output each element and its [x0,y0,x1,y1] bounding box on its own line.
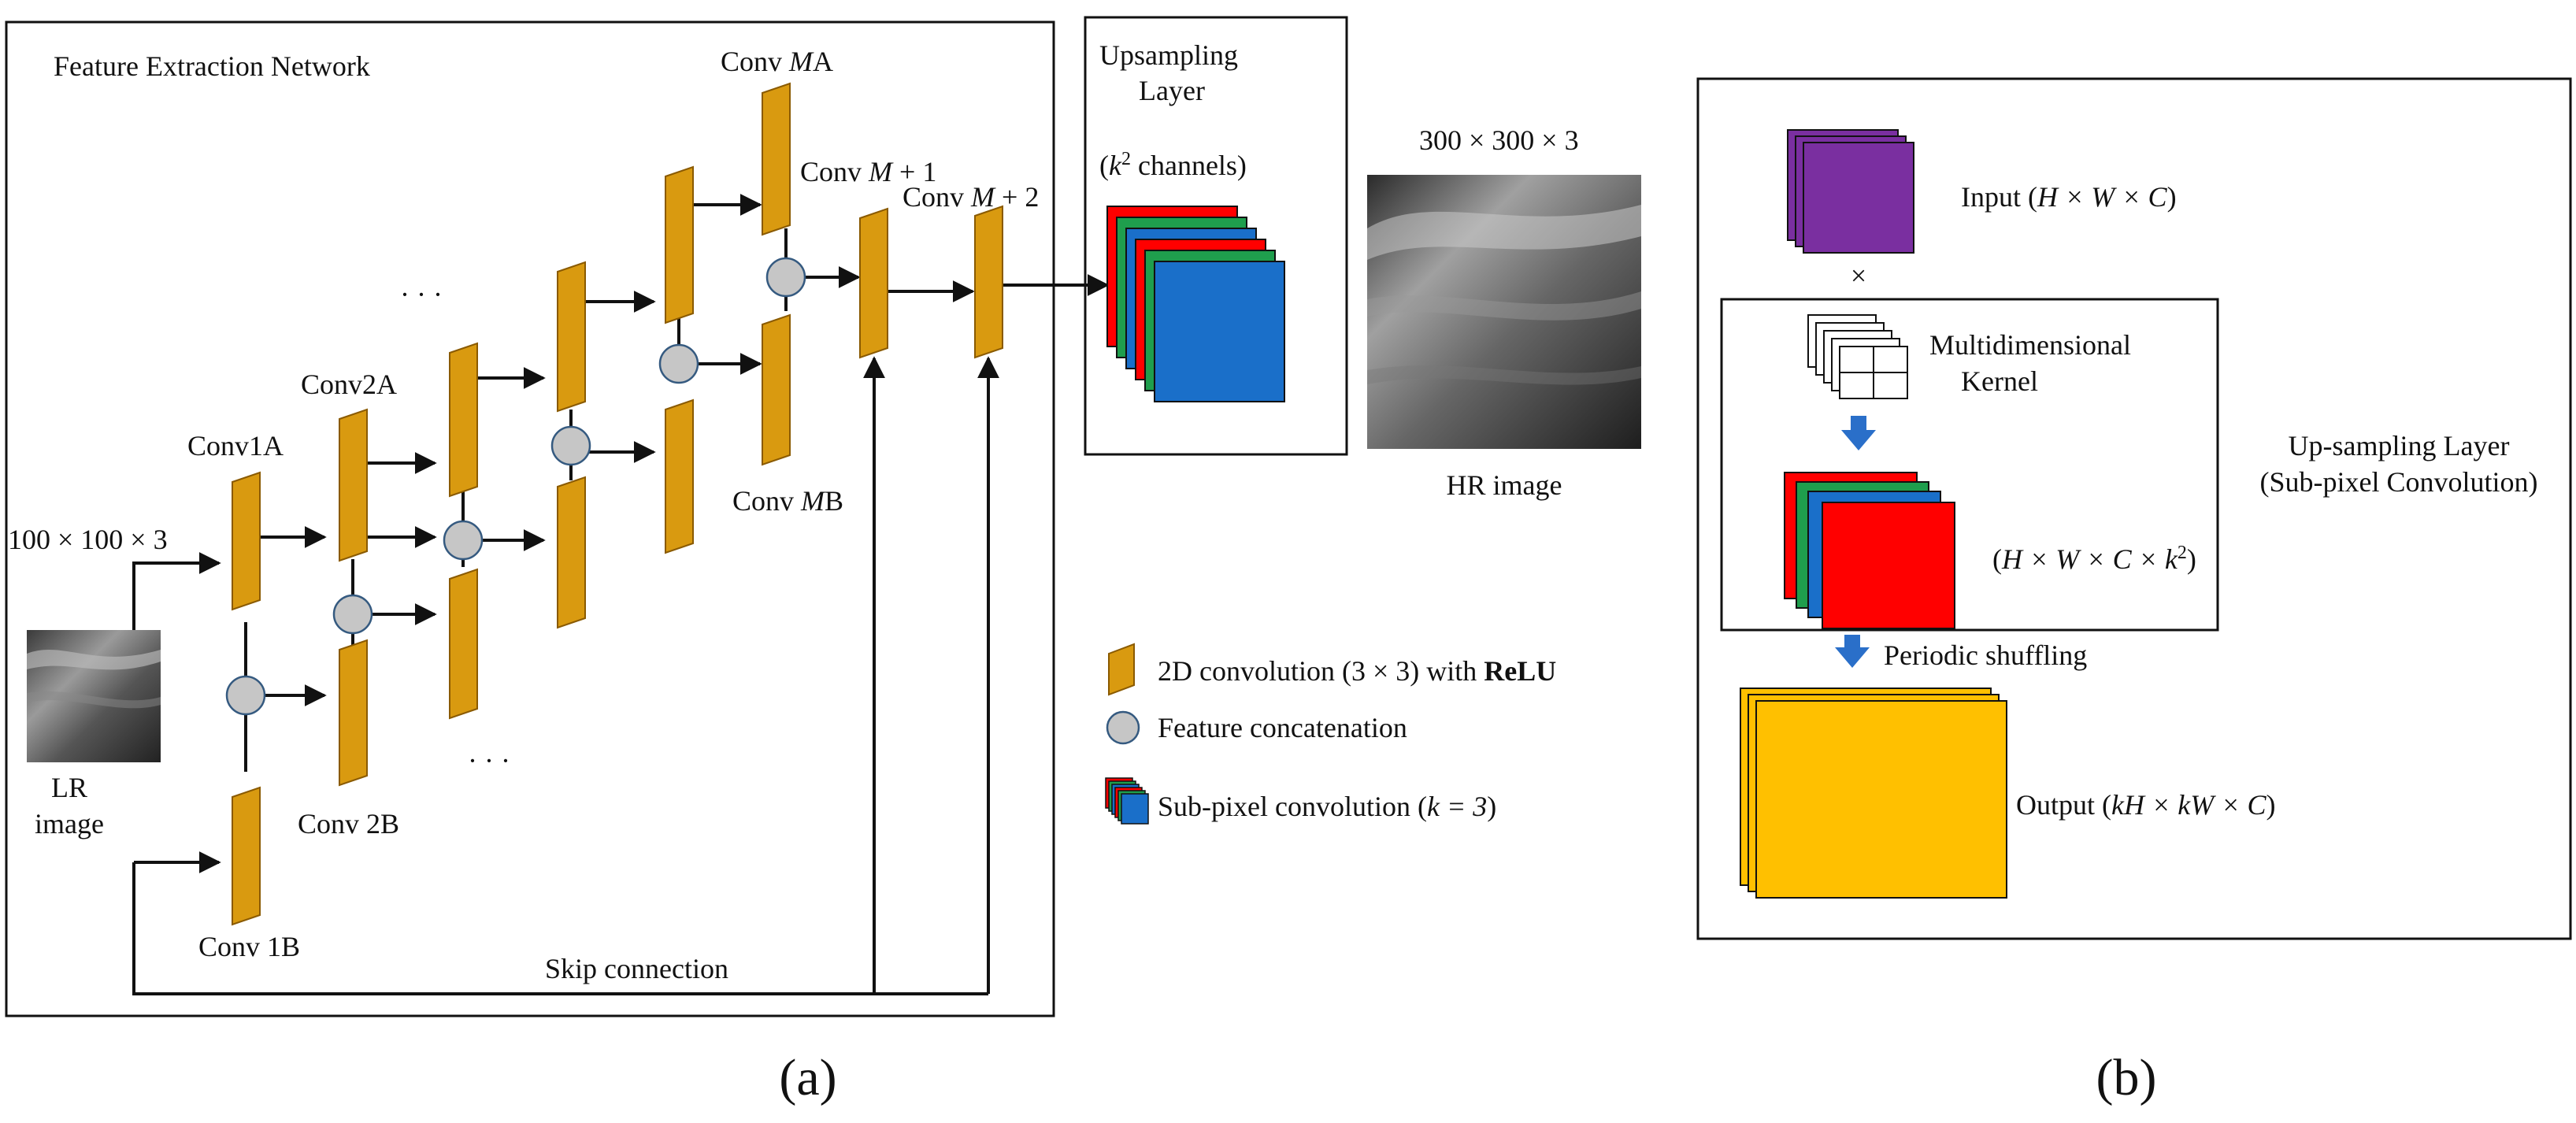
legend-conv-text: 2D convolution (3 × 3) with ReLU [1158,655,1556,687]
upsampling-title-line2: Layer [1139,75,1205,106]
conv-block-2b [339,639,368,787]
conv-block-5a [665,165,694,324]
upsampling-layer-frame [1084,16,1348,456]
times-symbol: × [1851,260,1866,291]
conv-block-3b [449,568,478,720]
sub-pixel-stack [1106,206,1285,402]
kernel-label-line2: Kernel [1961,365,2038,397]
side-label-line2: (Sub-pixel Convolution) [2260,466,2538,498]
concat-node-2 [332,594,373,635]
lr-label-line2: image [35,808,104,839]
dots-top: · · · [400,279,443,310]
hr-image [1367,175,1641,449]
conv-ma-label: Conv MA [721,46,833,77]
concat-node-6 [765,257,806,298]
conv-block-m1 [859,207,888,359]
conv-block-ma [762,82,791,236]
legend-subpixel-text: Sub-pixel convolution (k = 3) [1158,791,1496,822]
conv-m2-label: Conv M + 2 [903,181,1039,213]
input-size-label: 100 × 100 × 3 [8,524,168,555]
conv2a-label: Conv2A [301,369,397,400]
lr-image [27,630,161,762]
conv-block-m2 [974,205,1003,359]
down-arrow-icon [1835,635,1870,668]
upsampling-channels-label: (k2 channels) [1099,149,1247,181]
lr-label-line1: LR [51,772,87,803]
conv1b-label: Conv 1B [198,931,300,962]
conv2b-label: Conv 2B [298,808,399,839]
skip-connection-label: Skip connection [545,953,728,984]
concat-nodes [225,257,806,716]
conv-blocks [232,82,1003,926]
side-label-line1: Up-sampling Layer [2289,430,2510,461]
input-stack [1787,129,1914,254]
feature-extraction-title: Feature Extraction Network [54,50,370,82]
dots-bottom: · · · [468,745,510,776]
concat-node-1 [225,675,266,716]
legend-subpixel-swatch [1105,777,1149,825]
periodic-shuffling-label: Periodic shuffling [1884,639,2087,671]
output-stack [1740,688,2007,899]
conv-m1-label: Conv M + 1 [800,156,936,187]
legend-concat-text: Feature concatenation [1158,712,1407,743]
conv-block-1a [232,471,261,611]
concat-node-3 [443,520,484,561]
hr-label: HR image [1447,469,1562,501]
connection-lines [132,194,1110,995]
conv-mb-label: Conv MB [732,485,843,517]
hr-size-label: 300 × 300 × 3 [1419,124,1579,156]
panel-b-caption: (b) [2096,1049,2157,1106]
kernel-icon [1807,314,1908,399]
feature-stack [1784,472,1955,629]
feature-stack-label: (H × W × C × k2) [1992,543,2196,575]
conv-block-2a [339,408,368,562]
conv-block-4b [557,476,586,629]
conv-block-mb [762,313,791,466]
concat-node-5 [658,343,699,384]
kernel-label-line1: Multidimensional [1929,329,2131,361]
panel-a-caption: (a) [779,1049,836,1106]
conv-block-3a [449,342,478,498]
legend-concat-swatch [1106,710,1140,745]
conv-block-5b [665,398,694,554]
down-arrow-icon [1841,416,1876,450]
inner-frame [1720,298,2219,632]
panel-a: Feature Extraction Network [5,16,1641,1106]
upsampling-title-line1: Upsampling [1099,39,1238,71]
input-label: Input (H × W × C) [1961,181,2177,213]
conv-block-1b [232,786,261,926]
concat-node-4 [550,425,591,466]
legend-conv-swatch [1108,643,1135,696]
panel-b: Input (H × W × C) × Multidimensional Ker… [1696,77,2572,1106]
conv1a-label: Conv1A [187,430,284,461]
conv-block-4a [557,261,586,413]
feature-extraction-frame [5,20,1055,1017]
up-sampling-frame [1696,77,2572,940]
legend: 2D convolution (3 × 3) with ReLU Feature… [1105,643,1556,825]
output-label: Output (kH × kW × C) [2016,789,2276,821]
